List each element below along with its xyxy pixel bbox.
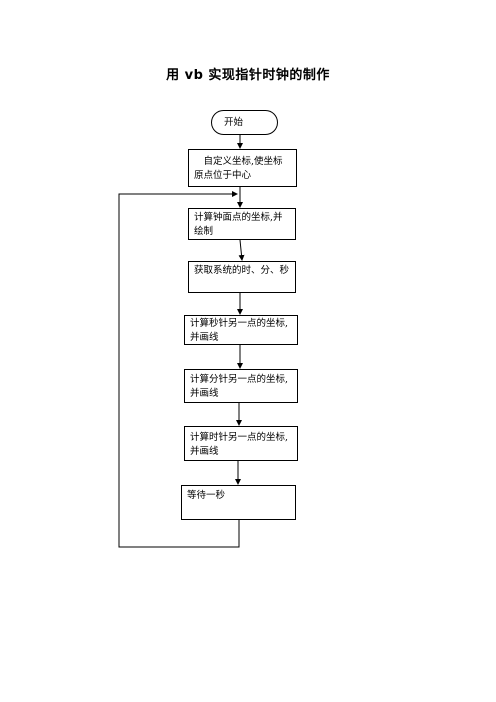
step-get-system-time: 获取系统的时、分、秒 bbox=[188, 261, 296, 293]
step-draw-clock-face: 计算钟面点的坐标,并绘制 bbox=[188, 208, 296, 240]
step-second-hand: 计算秒针另一点的坐标,并画线 bbox=[184, 315, 298, 345]
step-define-coordinates: 自定义坐标,使坐标原点位于中心 bbox=[188, 149, 297, 187]
start-terminal: 开始 bbox=[211, 110, 278, 135]
arrow-step2-to-step3 bbox=[238, 239, 245, 261]
step-wait-one-second: 等待一秒 bbox=[181, 485, 296, 520]
loop-back-line bbox=[118, 191, 240, 548]
step-hour-hand: 计算时针另一点的坐标,并画线 bbox=[184, 426, 298, 461]
page-title: 用 vb 实现指针时钟的制作 bbox=[166, 68, 330, 83]
step-minute-hand: 计算分针另一点的坐标,并画线 bbox=[184, 369, 298, 403]
